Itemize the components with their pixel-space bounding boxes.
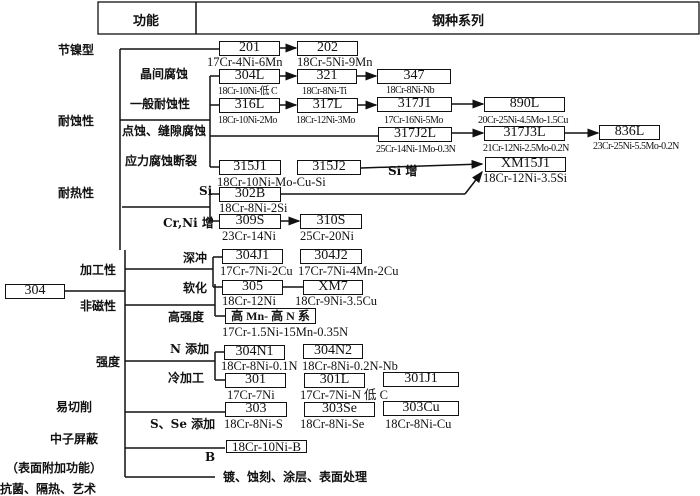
sub-scc: 应力腐蚀断裂	[125, 154, 198, 168]
sub-pitting: 点蚀、缝隙腐蚀	[122, 124, 207, 138]
comp-890L: 20Cr-25Ni-4.5Mo-1.5Cu	[478, 115, 568, 126]
comp-304L: 18Cr-10Ni-低 C	[218, 86, 278, 97]
comp-XM15J1: 18Cr-12Ni-3.5Si	[483, 171, 568, 185]
function-corrosion: 耐蚀性	[58, 114, 95, 128]
comp-315J1: 18Cr-10Ni-Mo-Cu-Si	[217, 175, 326, 189]
grade-XM7: XM7	[303, 280, 363, 295]
grade-303Cu: 303Cu	[383, 401, 459, 416]
grade-309S: 309S	[219, 214, 281, 229]
comp-305: 18Cr-12Ni	[222, 294, 276, 308]
comp-304N2: 18Cr-8Ni-0.2N-Nb	[302, 359, 398, 373]
grade-304N1: 304N1	[224, 345, 285, 360]
grade-305: 305	[222, 280, 283, 295]
grade-304J2: 304J2	[300, 249, 362, 264]
grade-304: 304	[5, 284, 65, 299]
comp-high-mn-high-n: 17Cr-1.5Ni-15Mn-0.35N	[222, 325, 349, 339]
grade-321: 321	[297, 69, 357, 84]
header-steel-series: 钢种系列	[432, 14, 485, 29]
grade-890L: 890L	[484, 97, 565, 112]
function-nonmagnetic: 非磁性	[80, 299, 117, 313]
sub-general: 一般耐蚀性	[130, 97, 191, 111]
comp-301L: 17Cr-7Ni-N 低 C	[300, 388, 388, 402]
header-function: 功能	[133, 14, 160, 29]
grade-304L: 304L	[219, 69, 280, 84]
comp-317L: 18Cr-12Ni-3Mo	[296, 115, 355, 126]
grade-301J1: 301J1	[383, 372, 459, 387]
sub-n-add: N 添加	[170, 342, 210, 356]
comp-836L: 23Cr-25Ni-5.5Mo-0.2N	[593, 141, 679, 152]
comp-310S: 25Cr-20Ni	[300, 229, 354, 243]
comp-201: 17Cr-4Ni-6Mn	[207, 55, 283, 69]
grade-316L: 316L	[219, 98, 280, 113]
comp-309S: 23Cr-14Ni	[222, 229, 276, 243]
comp-321: 18Cr-8Ni-Ti	[302, 86, 347, 97]
grade-304N2: 304N2	[303, 344, 363, 359]
comp-347: 18Cr-8Ni-Nb	[386, 85, 435, 96]
comp-304J1: 17Cr-7Ni-2Cu	[220, 264, 293, 278]
comp-303Cu: 18Cr-8Ni-Cu	[385, 417, 452, 431]
grade-201: 201	[219, 41, 280, 56]
grade-301L: 301L	[304, 373, 365, 388]
sub-crni: Cr,Ni 增	[163, 216, 214, 230]
comp-303Se: 18Cr-8Ni-Se	[300, 417, 365, 431]
comp-317J2L: 25Cr-14Ni-1Mo-0.3N	[376, 144, 456, 155]
comp-304N1: 18Cr-8Ni-0.1N	[221, 359, 298, 373]
function-free-cutting: 易切削	[56, 400, 93, 414]
function-ni-saving: 节镍型	[58, 43, 95, 57]
sub-deep-draw: 深冲	[183, 251, 208, 265]
comp-301: 17Cr-7Ni	[227, 388, 275, 402]
grade-XM15J1: XM15J1	[485, 157, 566, 172]
function-workability: 加工性	[80, 263, 117, 277]
grade-317J2L: 317J2L	[378, 127, 452, 142]
function-surface-items: 抗菌、隔热、艺术	[0, 482, 97, 496]
grade-836L: 836L	[599, 125, 660, 140]
sub-soften: 软化	[183, 281, 208, 295]
grade-304J1: 304J1	[222, 249, 283, 264]
grade-315J2: 315J2	[297, 160, 361, 175]
function-surface: （表面附加功能）	[6, 461, 103, 475]
grade-303Se: 303Se	[304, 402, 375, 417]
sub-high-strength: 高强度	[168, 310, 205, 324]
sub-intergranular: 晶间腐蚀	[140, 67, 189, 81]
grade-202: 202	[297, 41, 358, 56]
grade-317J3L: 317J3L	[484, 126, 565, 141]
comp-316L: 18Cr-10Ni-2Mo	[218, 115, 277, 126]
grade-303: 303	[225, 402, 287, 417]
comp-XM7: 18Cr-9Ni-3.5Cu	[295, 294, 378, 308]
grade-310S: 310S	[300, 214, 362, 229]
sub-cold-work: 冷加工	[168, 371, 205, 385]
sub-s-se: S、Se 添加	[150, 417, 216, 431]
sub-surface-proc: 镀、蚀刻、涂层、表面处理	[223, 470, 368, 484]
grade-347: 347	[377, 69, 451, 84]
grade-302B: 302B	[219, 187, 281, 202]
comp-317J1: 17Cr-16Ni-5Mo	[384, 115, 443, 126]
grade-317J1: 317J1	[377, 97, 452, 112]
function-neutron: 中子屏蔽	[50, 432, 99, 446]
comp-302B: 18Cr-8Ni-2Si	[219, 201, 288, 215]
grade-18cr-10ni-b: 18Cr-10Ni-B	[226, 440, 307, 453]
comp-304J2: 17Cr-7Ni-4Mn-2Cu	[298, 264, 399, 278]
grade-high-mn-high-n: 高 Mn- 高 N 系	[225, 308, 316, 324]
sub-si-inc: Si 增	[388, 164, 418, 178]
function-strength: 强度	[96, 355, 121, 369]
grade-315J1: 315J1	[219, 160, 281, 175]
comp-317J3L: 21Cr-12Ni-2.5Mo-0.2N	[483, 143, 569, 154]
comp-202: 18Cr-5Ni-9Mn	[297, 55, 373, 69]
function-heat: 耐热性	[58, 186, 95, 200]
comp-303: 18Cr-8Ni-S	[224, 417, 283, 431]
grade-301: 301	[225, 373, 286, 388]
sub-b: B	[205, 450, 216, 464]
grade-317L: 317L	[297, 98, 358, 113]
sub-si: Si	[199, 184, 213, 198]
